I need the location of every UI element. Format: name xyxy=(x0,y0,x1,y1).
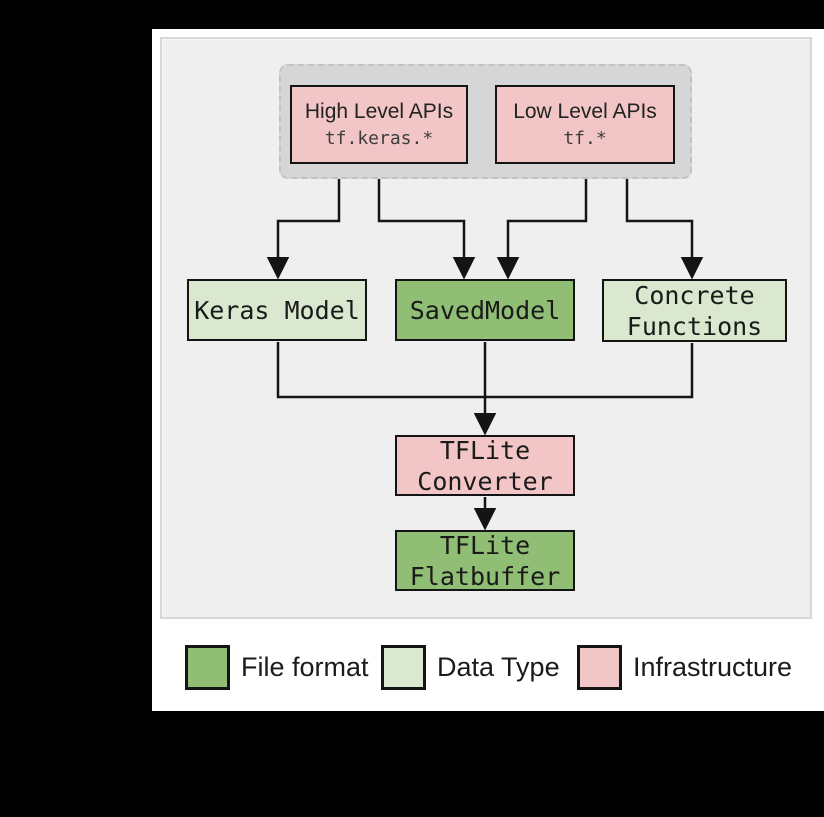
diagram-canvas: High Level APIs tf.keras.* Low Level API… xyxy=(160,37,812,619)
high-level-apis-code: tf.keras.* xyxy=(324,127,434,149)
figure-panel: High Level APIs tf.keras.* Low Level API… xyxy=(152,29,824,711)
low-level-apis-title: Low Level APIs xyxy=(513,99,657,123)
low-level-apis-code: tf.* xyxy=(563,127,607,149)
high-level-apis-title: High Level APIs xyxy=(304,99,454,123)
legend-item-file-format: File format xyxy=(185,645,369,690)
arrow-highlevel-to-keras xyxy=(266,165,341,280)
infrastructure-label: Infrastructure xyxy=(633,652,793,682)
merge-bus-line xyxy=(276,342,694,399)
arrow-highlevel-to-savedmodel xyxy=(377,165,476,280)
arrow-lowlevel-to-concrete xyxy=(625,165,704,280)
tflite-converter-label-line1: TFLite xyxy=(439,435,531,465)
file-format-label: File format xyxy=(241,652,369,682)
node-tflite-converter: TFLite Converter xyxy=(395,435,575,496)
legend-item-data-type: Data Type xyxy=(381,645,560,690)
infrastructure-swatch xyxy=(577,645,622,690)
concrete-functions-label-line1: Concrete xyxy=(634,280,755,310)
legend-item-infrastructure: Infrastructure xyxy=(577,645,792,690)
node-concrete-functions: Concrete Functions xyxy=(602,279,787,342)
tflite-flatbuffer-label-line2: Flatbuffer xyxy=(409,561,561,591)
node-high-level-apis: High Level APIs tf.keras.* xyxy=(290,85,468,164)
node-saved-model: SavedModel xyxy=(395,279,575,341)
node-tflite-flatbuffer: TFLite Flatbuffer xyxy=(395,530,575,591)
keras-model-label: Keras Model xyxy=(194,295,360,325)
arrow-lowlevel-to-savedmodel xyxy=(496,165,588,280)
tflite-flatbuffer-label-line1: TFLite xyxy=(439,530,531,560)
file-format-swatch xyxy=(185,645,230,690)
data-type-swatch xyxy=(381,645,426,690)
tflite-converter-label-line2: Converter xyxy=(417,466,553,496)
concrete-functions-label-line2: Functions xyxy=(626,311,763,341)
node-low-level-apis: Low Level APIs tf.* xyxy=(495,85,675,164)
data-type-label: Data Type xyxy=(437,652,560,682)
node-keras-model: Keras Model xyxy=(187,279,367,341)
saved-model-label: SavedModel xyxy=(409,295,561,325)
